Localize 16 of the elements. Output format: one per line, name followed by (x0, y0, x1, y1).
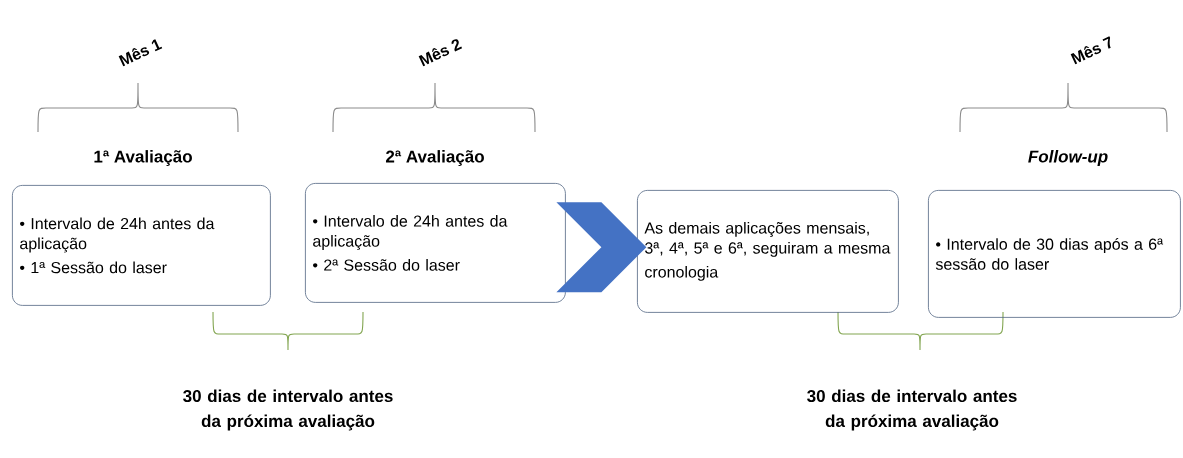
interval-note: 30 dias de intervalo antes da próxima avaliação (807, 389, 1017, 431)
heading: Follow-up (1028, 150, 1108, 166)
interval-note: 30 dias de intervalo antes da próxima avaliação (183, 389, 393, 431)
bullet-item: • 1ª Sessão do laser (20, 261, 167, 274)
month-label: Mês 2 (418, 39, 463, 67)
bullet-item: • Intervalo de 30 dias após a 6ª sessão do laser (935, 237, 1164, 270)
heading: 1ª Avaliação (94, 150, 192, 166)
rounded-box (637, 190, 899, 313)
heading: 2ª Avaliação (386, 150, 484, 166)
bullet-item: • Intervalo de 24h antes da aplicação (313, 215, 508, 250)
month-label: Mês 1 (118, 39, 163, 67)
month-label: Mês 7 (1070, 36, 1111, 65)
bullet-item: As demais aplicações mensais, 3ª, 4ª, 5ª e 6ª, seguiram a mesma cronologia (644, 221, 891, 281)
chevron-arrow (556, 202, 647, 293)
bullet-item: • Intervalo de 24h antes da aplicação (20, 217, 215, 253)
bullet-item: • 2ª Sessão do laser (313, 259, 460, 271)
